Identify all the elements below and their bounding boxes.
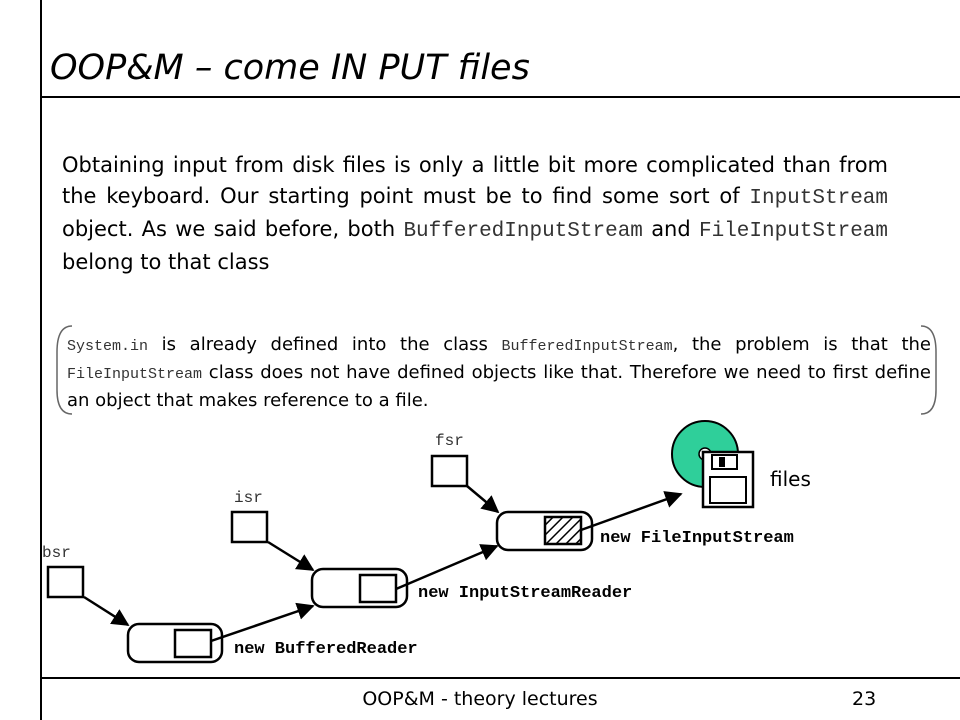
disk-and-floppy-icon	[671, 420, 755, 509]
note-text-3: class does not have defined objects like…	[67, 362, 931, 411]
footer-text: OOP&M - theory lectures	[362, 688, 598, 710]
ref-label-isr: isr	[234, 489, 263, 507]
obj-buffered-reader-slot	[173, 628, 213, 659]
label-new-file-input-stream: new FileInputStream	[600, 529, 794, 548]
intro-text-3: and	[642, 217, 699, 241]
ref-label-fsr: fsr	[435, 432, 464, 450]
intro-code-fileinputstream: FileInputStream	[698, 220, 889, 243]
left-rule	[40, 0, 42, 720]
intro-text-1: Obtaining input from disk files is only …	[62, 153, 888, 208]
intro-paragraph: Obtaining input from disk files is only …	[62, 150, 888, 278]
arrow-fsr-to-file	[466, 485, 500, 514]
label-new-input-stream-reader: new InputStreamReader	[418, 584, 632, 603]
arrow-reader-to-file	[395, 544, 499, 591]
intro-text-4: belong to that class	[62, 250, 270, 274]
ref-box-isr	[230, 510, 269, 544]
footer-rule	[40, 677, 960, 679]
note-paragraph: System.in is already defined into the cl…	[67, 332, 931, 414]
ref-box-bsr	[46, 565, 85, 599]
obj-file-input-stream-slot	[543, 515, 583, 546]
arrow-file-to-disk	[580, 491, 683, 532]
note-code-bufferedinputstream: BufferedInputStream	[501, 338, 673, 355]
slide-title: OOP&M – come IN PUT files	[50, 48, 530, 88]
note-right-bracket	[920, 325, 937, 415]
files-label: files	[770, 467, 811, 491]
title-rule	[40, 96, 960, 98]
note-left-bracket	[56, 325, 73, 415]
intro-code-inputstream: InputStream	[749, 187, 888, 210]
ref-box-fsr	[430, 454, 469, 488]
page-number: 23	[852, 688, 877, 710]
note-text-2: , the problem is that the	[672, 334, 931, 355]
arrow-buffered-to-reader	[210, 602, 315, 643]
arrow-bsr-to-buffered	[83, 595, 130, 627]
arrow-isr-to-reader	[267, 540, 315, 572]
note-code-fileinputstream: FileInputStream	[67, 366, 203, 383]
intro-text-2: object. As we said before, both	[62, 217, 404, 241]
note-text-1: is already defined into the class	[148, 334, 502, 355]
intro-code-bufferedinputstream: BufferedInputStream	[403, 220, 643, 243]
note-code-system-in: System.in	[67, 338, 149, 355]
ref-label-bsr: bsr	[42, 544, 71, 562]
obj-input-stream-reader-slot	[358, 573, 398, 604]
label-new-buffered-reader: new BufferedReader	[234, 640, 418, 659]
